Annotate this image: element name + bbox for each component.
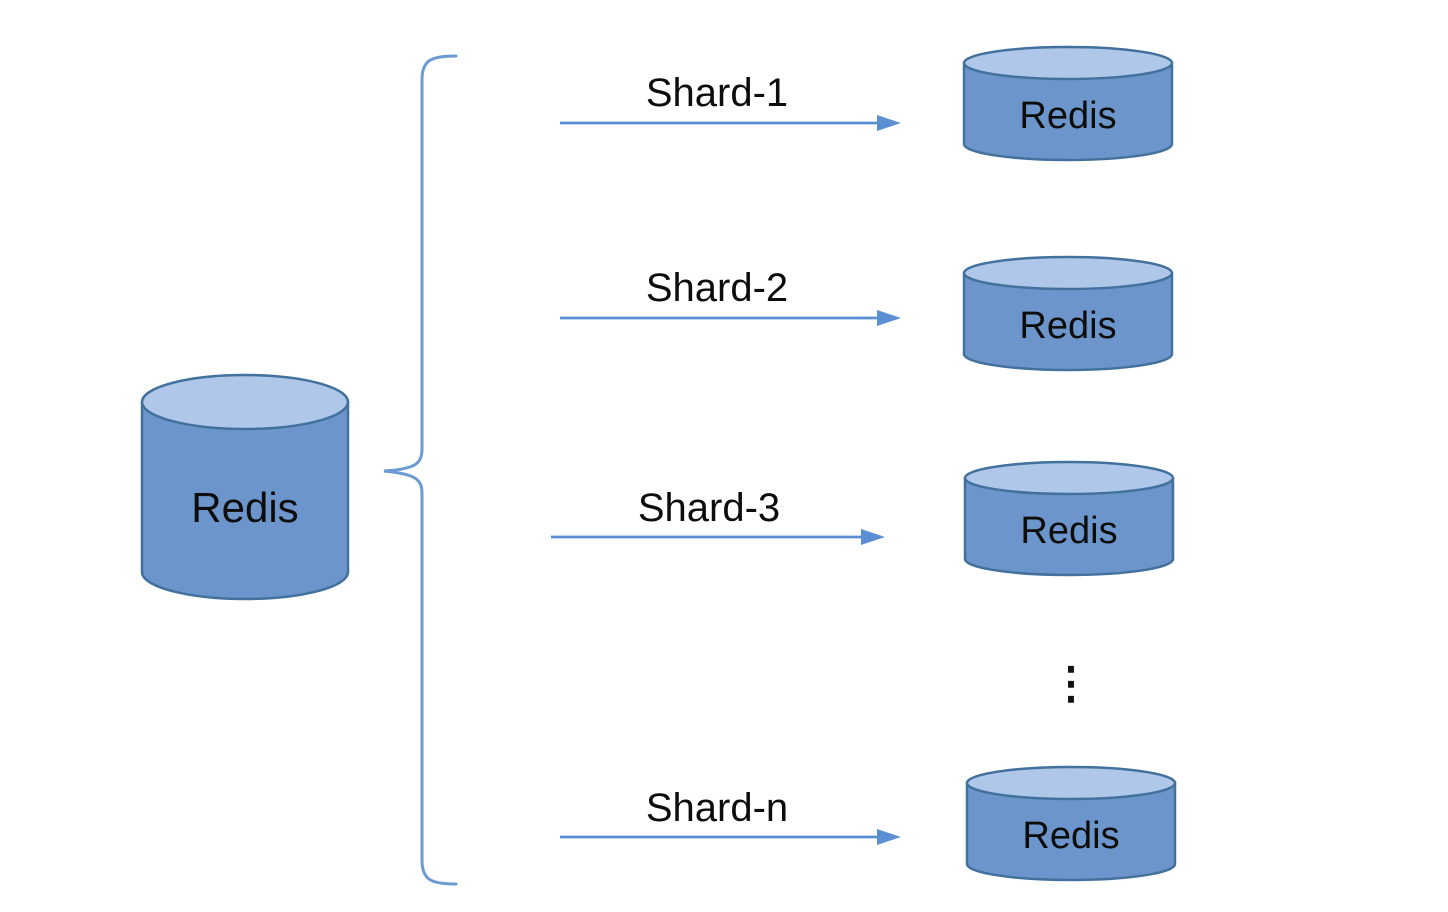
cylinder-top [963,460,1175,496]
cylinder-body [965,781,1177,882]
cylinder-body [963,476,1175,577]
shard-n-label: Shard-n [645,786,789,830]
cylinder-top [140,373,350,431]
database-cylinder-icon [963,460,1175,577]
target-redis-label-1: Redis [1019,95,1117,137]
shard-1-label: Shard-1 [645,71,789,115]
database-cylinder-icon [962,45,1174,162]
target-redis-label-3: Redis [1020,510,1118,552]
target-redis-cylinder-2: Redis [962,255,1174,373]
curly-brace [383,54,458,886]
cylinder-body [962,271,1174,372]
cylinder-body [962,61,1174,162]
cylinder-top [962,255,1174,291]
arrow-shard-1 [560,115,901,131]
target-redis-label-2: Redis [1019,305,1117,347]
source-redis-cylinder: Redis [140,372,350,602]
arrow-shard-2 [560,310,901,326]
shard-3-label: Shard-3 [637,486,781,530]
database-cylinder-icon [140,373,350,601]
source-redis-label: Redis [191,484,299,531]
arrow-shard-3 [551,529,885,545]
shard-2-label: Shard-2 [645,266,789,310]
target-redis-cylinder-3: Redis [963,460,1175,578]
cylinder-top [962,45,1174,81]
database-cylinder-icon [962,255,1174,372]
vertical-ellipsis: ⋮ [1049,659,1093,708]
target-redis-cylinder-1: Redis [962,45,1174,163]
arrow-shard-n [560,829,901,845]
database-cylinder-icon [965,765,1177,882]
cylinder-top [965,765,1177,801]
target-redis-label-4: Redis [1022,815,1120,857]
cylinder-body [140,400,350,601]
target-redis-cylinder-4: Redis [965,765,1177,883]
